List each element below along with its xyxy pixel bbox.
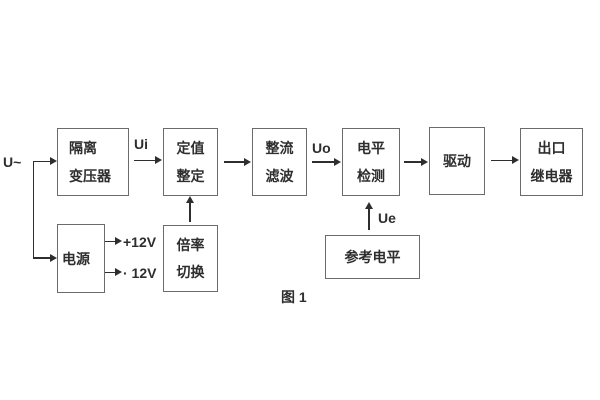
arrowhead-input-to-power bbox=[50, 253, 57, 262]
wire-input-to-transformer bbox=[33, 160, 50, 162]
wire-rectifier-to-level bbox=[312, 161, 334, 163]
arrowhead-transformer-to-setting bbox=[155, 156, 162, 164]
block-label: 整流 bbox=[265, 140, 294, 157]
arrowhead-rectifier-to-level bbox=[334, 157, 341, 166]
block-label: 继电器 bbox=[530, 167, 573, 184]
input-signal-label: U~ bbox=[3, 154, 22, 170]
block-label: 电源 bbox=[62, 250, 90, 267]
arrowhead-reference-to-level bbox=[364, 202, 373, 209]
block-label: 检测 bbox=[357, 167, 385, 184]
block-label: 隔离 bbox=[69, 140, 97, 157]
wire-setting-to-rectifier bbox=[224, 161, 244, 163]
block-label: 切换 bbox=[176, 264, 205, 280]
block-label: 变压器 bbox=[69, 167, 111, 184]
block-label: 出口 bbox=[537, 140, 566, 157]
block-isolation-transformer: 隔离 变压器 bbox=[57, 128, 129, 196]
block-setting-adjust: 定值 整定 bbox=[163, 128, 218, 196]
arrowhead-power-pos-rail bbox=[115, 237, 122, 245]
signal-uo-label: Uo bbox=[312, 140, 331, 156]
block-label: 电平 bbox=[357, 140, 385, 157]
block-label: 整定 bbox=[176, 167, 205, 184]
block-output-relay: 出口 继电器 bbox=[520, 128, 583, 196]
arrowhead-ratio-to-setting bbox=[185, 196, 194, 203]
block-label: 定值 bbox=[176, 140, 205, 157]
wire-input-vertical bbox=[32, 161, 34, 258]
arrowhead-level-to-driver bbox=[421, 157, 428, 166]
wire-power-neg-rail bbox=[105, 271, 115, 273]
block-power-supply: 电源 bbox=[57, 224, 105, 293]
block-level-detector: 电平 检测 bbox=[342, 128, 400, 196]
signal-ue-label: Ue bbox=[378, 210, 396, 226]
wire-input-to-power bbox=[33, 257, 50, 259]
arrowhead-setting-to-rectifier bbox=[244, 157, 251, 166]
block-reference-level: 参考电平 bbox=[325, 235, 420, 279]
rail-pos-label: +12V bbox=[123, 234, 157, 250]
block-driver: 驱动 bbox=[429, 127, 485, 195]
rail-neg-label: · 12V bbox=[123, 265, 157, 281]
arrowhead-driver-to-relay bbox=[512, 156, 519, 164]
block-label: 倍率 bbox=[176, 237, 205, 253]
figure-caption: 图 1 bbox=[281, 289, 307, 305]
block-ratio-switch: 倍率 切换 bbox=[163, 225, 218, 292]
wire-ratio-to-setting bbox=[189, 202, 191, 222]
signal-ui-label: Ui bbox=[134, 136, 148, 152]
arrowhead-power-neg-rail bbox=[115, 268, 122, 276]
wire-level-to-driver bbox=[404, 161, 421, 163]
wire-driver-to-relay bbox=[491, 159, 512, 161]
block-label: 参考电平 bbox=[344, 249, 401, 265]
block-label: 驱动 bbox=[443, 153, 471, 169]
block-label: 滤波 bbox=[265, 167, 294, 184]
wire-reference-to-level bbox=[368, 208, 370, 230]
wire-power-pos-rail bbox=[105, 240, 115, 242]
arrowhead-input-to-transformer bbox=[50, 157, 57, 165]
block-rectifier-filter: 整流 滤波 bbox=[252, 128, 307, 196]
wire-transformer-to-setting bbox=[134, 159, 155, 161]
